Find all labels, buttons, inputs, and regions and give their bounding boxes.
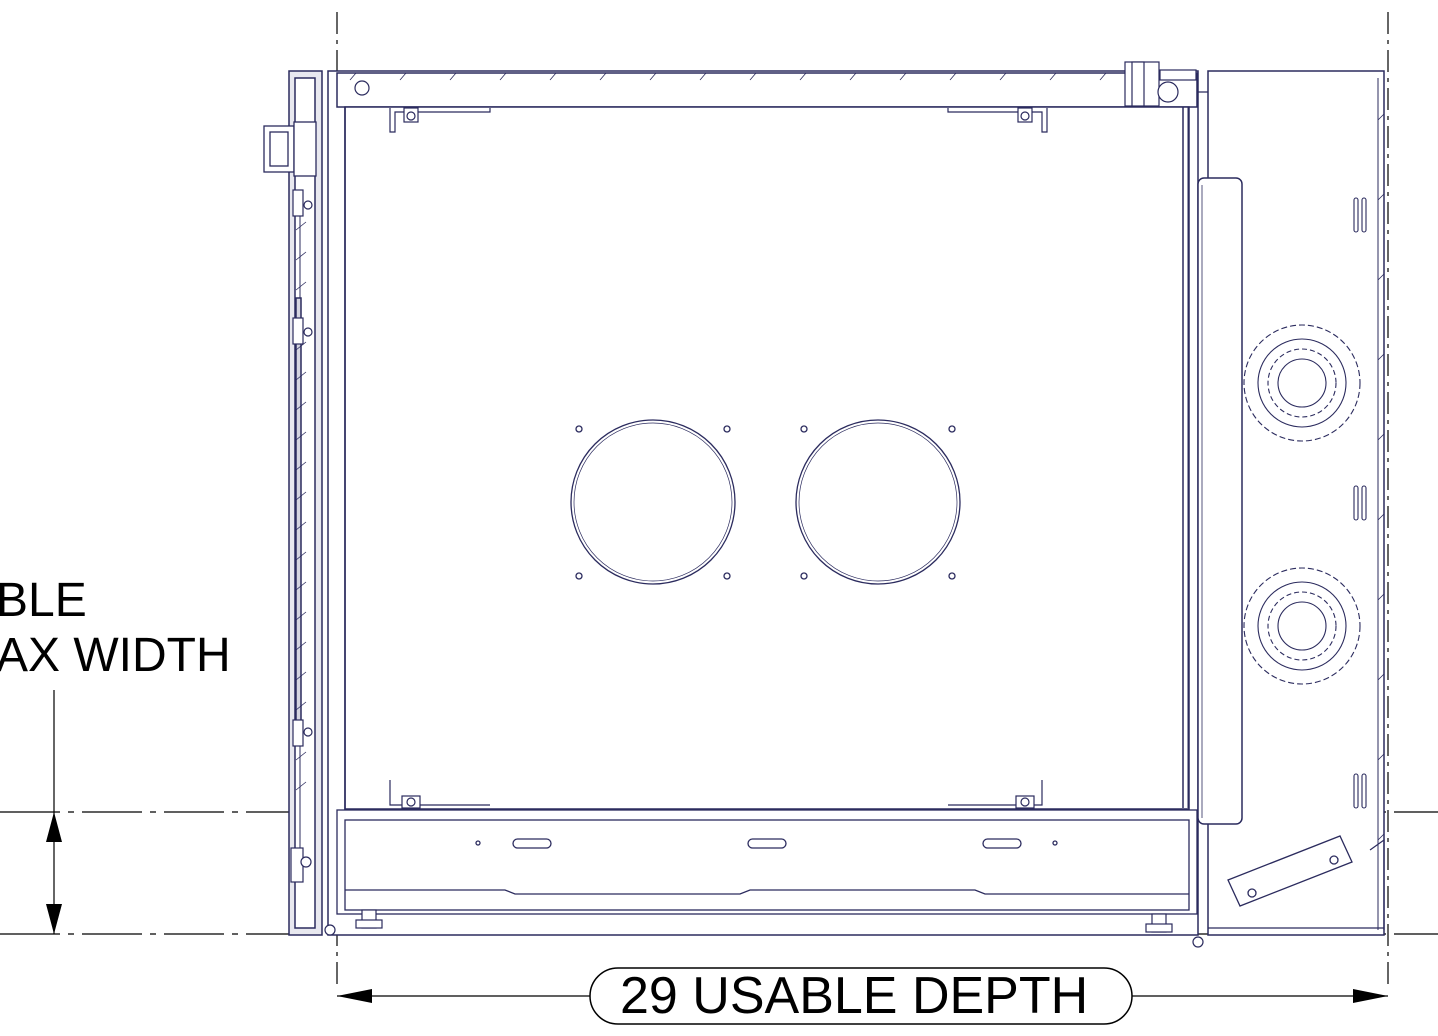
top-brackets [389, 107, 1048, 133]
side-duct [1197, 177, 1243, 825]
arrow-down [46, 904, 62, 934]
fan-cutout-left [570, 419, 736, 585]
conduit-knockouts [1243, 324, 1361, 685]
side-panel-hatching [1377, 113, 1385, 841]
width-label-line-1: BLE [0, 574, 87, 627]
door-bolts [290, 189, 313, 883]
door-latch-icon [263, 121, 317, 177]
knockout-upper [1243, 324, 1361, 442]
depth-arrow-right [1353, 989, 1388, 1003]
angled-bracket [1227, 835, 1353, 907]
width-dimension-arrows [46, 812, 62, 934]
bottom-brackets [389, 780, 1043, 809]
depth-arrow-left [337, 989, 372, 1003]
bottom-bolts [324, 909, 1204, 948]
top-hinge-icon [1124, 61, 1262, 107]
width-label-line-2: AX WIDTH [0, 629, 231, 682]
arrow-up [46, 812, 62, 842]
top-rail-hole [354, 80, 370, 96]
cabinet-interior [344, 106, 1190, 810]
door-hatching [295, 221, 307, 791]
depth-label: 29 USABLE DEPTH [620, 967, 1089, 1025]
side-vent-slots [1353, 197, 1367, 809]
depth-dimension [337, 967, 1388, 1025]
fan-cutout-right [795, 419, 961, 585]
depth-label-frame [589, 967, 1133, 1025]
bottom-tray [336, 809, 1198, 915]
knockout-lower [1243, 567, 1361, 685]
door-handle-slot [295, 297, 302, 739]
cabinet-body [327, 70, 1199, 936]
fan-cutouts [570, 419, 961, 585]
side-panel-foot [1208, 838, 1385, 930]
